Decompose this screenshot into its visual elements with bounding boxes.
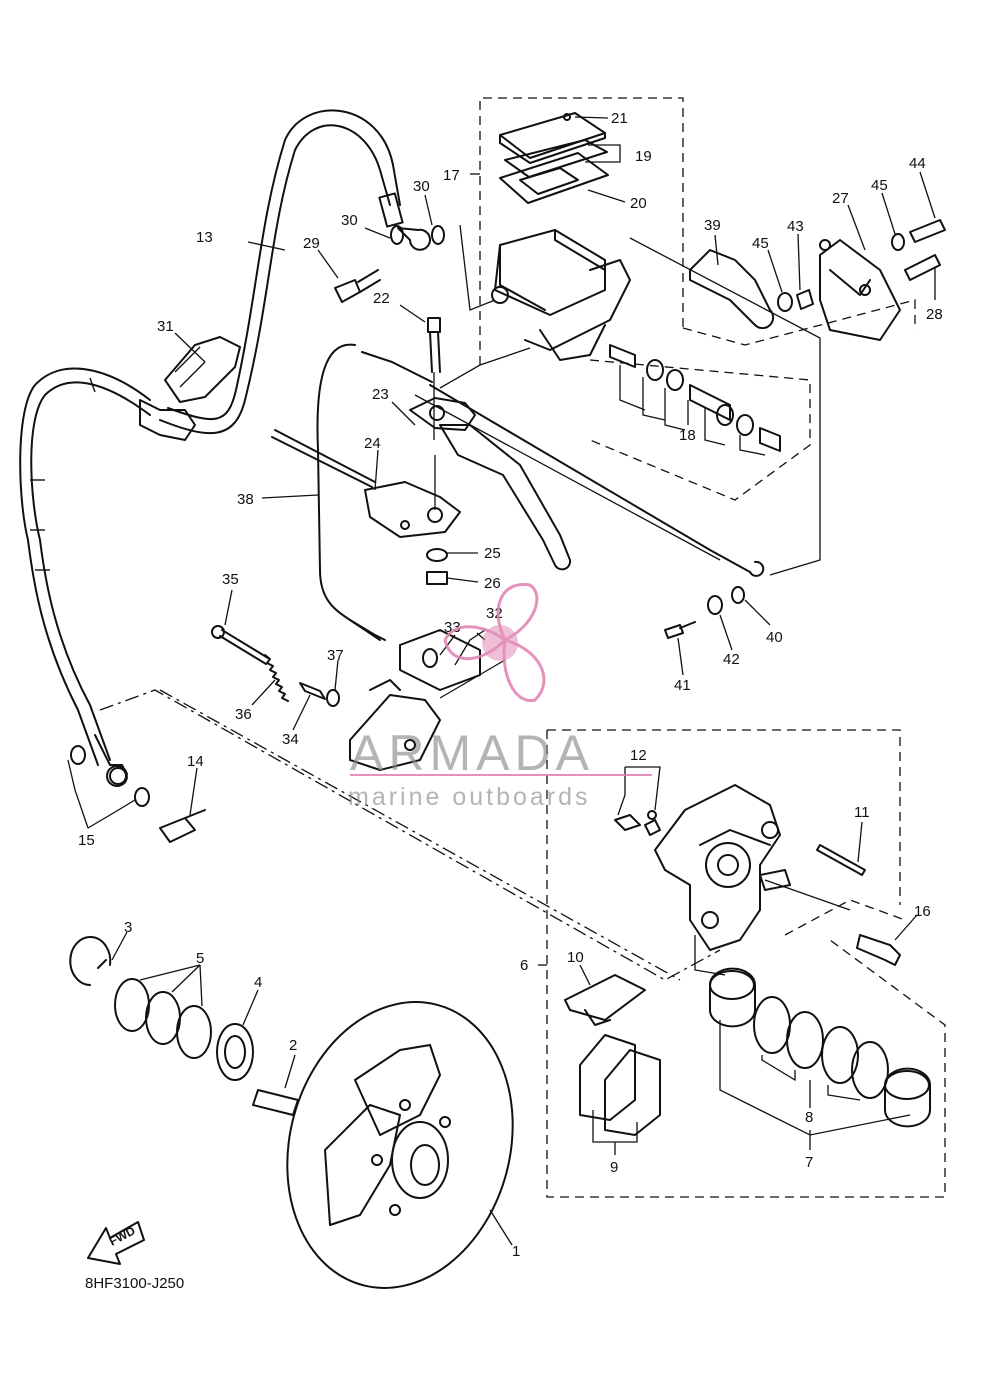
hose-clip-31	[164, 336, 241, 403]
brake-pads-9	[579, 1034, 661, 1143]
bleeder-12	[614, 810, 661, 836]
callout-41: 41	[674, 677, 691, 694]
callout-42: 42	[723, 651, 740, 668]
callout-17: 17	[443, 167, 460, 184]
callout-30a: 30	[341, 212, 358, 229]
callout-29: 29	[303, 235, 320, 252]
collar-40	[731, 586, 745, 604]
washer-4	[216, 1023, 254, 1081]
callout-13: 13	[196, 229, 213, 246]
callout-23: 23	[372, 386, 389, 403]
watermark-tagline: marine outboards	[348, 783, 591, 811]
callout-8: 8	[805, 1109, 813, 1126]
propeller-logo-icon	[443, 583, 546, 702]
callout-1: 1	[512, 1243, 520, 1260]
callout-3: 3	[124, 919, 132, 936]
watermark-brand: ARMADA	[350, 725, 594, 781]
callout-32: 32	[486, 605, 503, 622]
washer-42	[707, 595, 723, 615]
bolt-11	[816, 844, 866, 876]
collar-34	[299, 682, 326, 700]
pistons-7	[709, 967, 931, 1136]
key-2	[252, 1089, 299, 1116]
washer-45a	[777, 292, 793, 312]
caliper-6	[654, 784, 791, 951]
diagram-code: 8HF3100-J250	[85, 1275, 184, 1292]
piston-kit-18	[609, 344, 781, 456]
brake-hose-13	[159, 109, 431, 434]
washer-25	[426, 548, 448, 562]
armada-watermark: ARMADA marine outboards	[348, 583, 652, 811]
nut-26	[426, 571, 448, 585]
pin-35	[211, 625, 269, 665]
callout-26: 26	[484, 575, 501, 592]
bolt-28	[904, 254, 941, 281]
pedal-39	[689, 249, 775, 330]
cable-38	[271, 343, 765, 641]
master-cylinder-17	[491, 112, 631, 361]
collar-43	[796, 289, 814, 310]
brake-disc-1	[286, 1001, 514, 1289]
callout-12: 12	[630, 747, 647, 764]
seals-8	[753, 996, 889, 1101]
callout-11: 11	[854, 804, 870, 821]
callout-34: 34	[282, 731, 299, 748]
pad-spring-10	[564, 974, 646, 1026]
washer-37	[326, 689, 340, 707]
callout-2: 2	[289, 1037, 297, 1054]
callout-15: 15	[78, 832, 95, 849]
lever-holder-24	[364, 481, 461, 538]
callout-37: 37	[327, 647, 344, 664]
callout-24: 24	[364, 435, 381, 452]
bolt-22	[427, 317, 441, 373]
assembly-outlines	[479, 97, 946, 1198]
bolt-44	[909, 219, 946, 243]
circlip-3	[69, 936, 112, 986]
callout-7: 7	[805, 1154, 813, 1171]
callout-45b: 45	[871, 177, 888, 194]
callout-19: 19	[635, 148, 652, 165]
callout-10: 10	[567, 949, 584, 966]
callout-14: 14	[187, 753, 204, 770]
union-bolt-29	[334, 269, 381, 303]
bracket-27	[819, 239, 901, 341]
callout-22: 22	[373, 290, 390, 307]
union-bolt-14	[159, 809, 206, 843]
callout-36: 36	[235, 706, 252, 723]
callout-43: 43	[787, 218, 804, 235]
callout-27: 27	[832, 190, 849, 207]
callout-31: 31	[157, 318, 174, 335]
brake-hose-15	[19, 367, 196, 807]
callout-labels: 1 2 3 4 5 6 7 8 9 10 11 12 13 14 15 16 1…	[78, 110, 943, 1260]
callout-40: 40	[766, 629, 783, 646]
callout-30b: 30	[413, 178, 430, 195]
callout-18: 18	[679, 427, 696, 444]
spring-36	[264, 654, 289, 702]
callout-38: 38	[237, 491, 254, 508]
fwd-arrow-icon: FWD	[87, 1221, 145, 1265]
callout-39: 39	[704, 217, 721, 234]
seals-5	[114, 964, 212, 1059]
callout-33: 33	[444, 619, 461, 636]
small-caliper	[349, 629, 481, 771]
callout-20: 20	[630, 195, 647, 212]
callout-16: 16	[914, 903, 931, 920]
gasket-30a	[390, 225, 404, 245]
callout-45a: 45	[752, 235, 769, 252]
bolt-16	[856, 934, 901, 966]
callout-25: 25	[484, 545, 501, 562]
callout-4: 4	[254, 974, 262, 991]
callout-5: 5	[196, 950, 204, 967]
callout-9: 9	[610, 1159, 618, 1176]
callout-44: 44	[909, 155, 926, 172]
washer-45b	[891, 233, 905, 251]
callout-28: 28	[926, 306, 943, 323]
callout-6: 6	[520, 957, 528, 974]
callout-21: 21	[611, 110, 628, 127]
gasket-30b	[431, 225, 445, 245]
callout-35: 35	[222, 571, 239, 588]
bolt-41	[664, 621, 696, 639]
brake-lever-23	[409, 397, 572, 571]
